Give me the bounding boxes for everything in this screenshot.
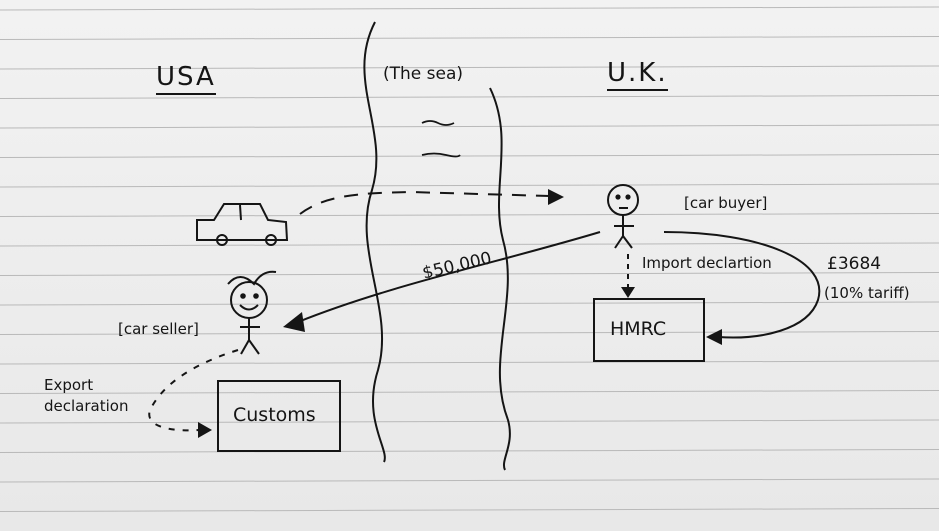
seller-figure-icon — [227, 270, 277, 355]
ruled-line — [0, 183, 939, 188]
export-declaration-label-line1: Export — [44, 376, 94, 394]
wave-mark — [421, 120, 455, 126]
ruled-line — [0, 390, 939, 394]
ruled-line — [0, 95, 939, 99]
ruled-line — [0, 272, 939, 276]
arrowhead — [621, 287, 635, 298]
seller-label: [car seller] — [118, 320, 199, 338]
wave-mark — [421, 152, 461, 158]
ruled-line — [0, 331, 939, 335]
tariff-arrow — [663, 231, 821, 339]
payment-arrow — [297, 231, 601, 323]
ruled-line — [0, 508, 939, 512]
buyer-label: [car buyer] — [684, 194, 768, 212]
customs-box — [217, 380, 341, 452]
ruled-line — [0, 301, 939, 306]
ruled-line — [0, 360, 939, 365]
arrowhead — [198, 422, 212, 438]
ruled-line — [0, 6, 939, 11]
ruled-line — [0, 242, 939, 247]
shipping-arrow — [299, 190, 551, 215]
ruled-line — [0, 419, 939, 424]
ruled-line — [0, 478, 939, 483]
arrowhead — [548, 189, 564, 205]
sea-boundary-right — [489, 87, 511, 471]
customs-label: Customs — [233, 404, 316, 426]
ruled-line — [0, 213, 939, 217]
hmrc-box — [593, 298, 705, 362]
region-label-usa: USA — [156, 64, 216, 95]
ruled-line — [0, 154, 939, 158]
region-label-uk: U.K. — [607, 60, 668, 91]
ruled-line — [0, 449, 939, 453]
arrowhead — [706, 329, 722, 345]
ruled-line — [0, 36, 939, 40]
ruled-line — [0, 124, 939, 129]
export-declaration-label-line2: declaration — [44, 397, 129, 415]
arrowhead — [283, 312, 305, 332]
export-arrow — [148, 349, 239, 432]
hmrc-label: HMRC — [610, 318, 667, 340]
import-declaration-label: Import declartion — [642, 254, 772, 272]
car-icon — [196, 203, 289, 246]
sea-boundary-left — [363, 21, 386, 463]
ruled-line — [0, 65, 939, 70]
ruled-lines — [0, 6, 939, 512]
tariff-note-label: (10% tariff) — [824, 284, 910, 302]
region-label-sea: (The sea) — [383, 64, 464, 84]
tariff-amount-label: £3684 — [827, 254, 882, 274]
buyer-figure-icon — [607, 184, 639, 249]
